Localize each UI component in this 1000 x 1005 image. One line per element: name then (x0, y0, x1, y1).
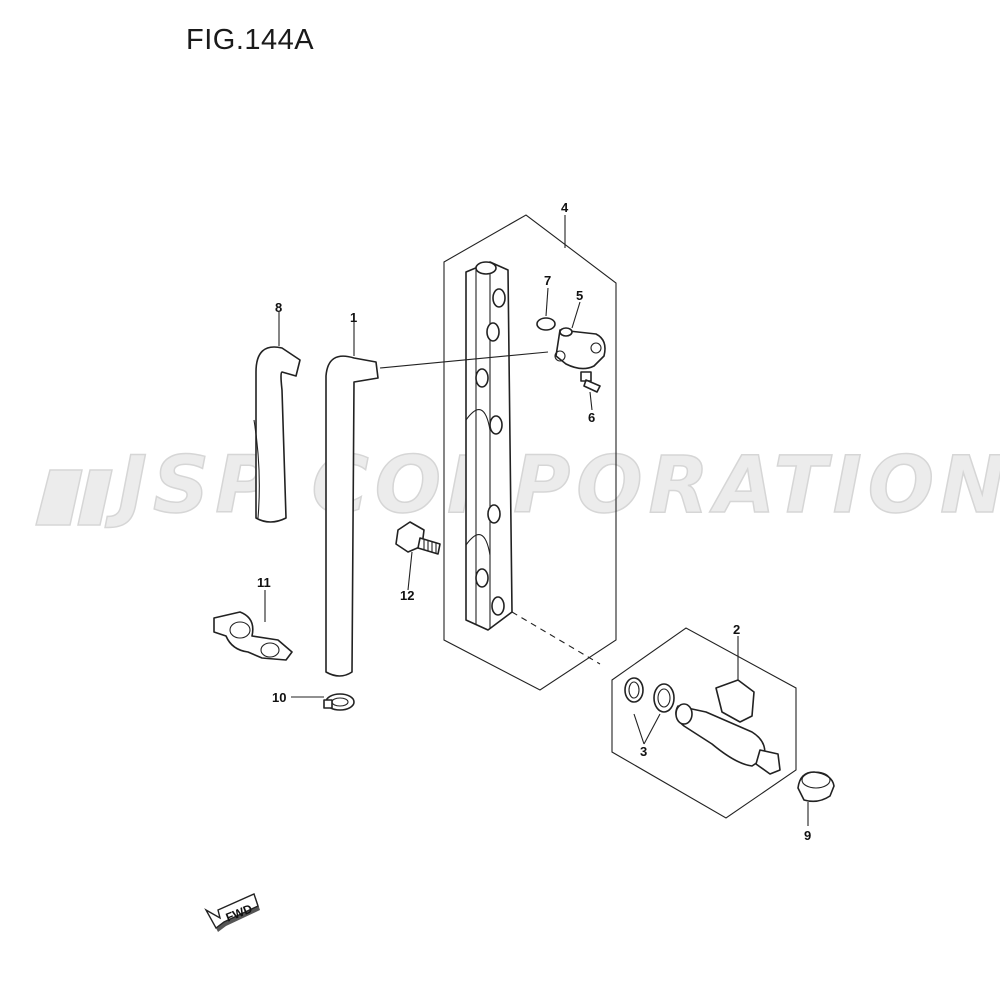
part-4-assembly-box (443, 214, 617, 691)
watermark: JSP CORPORATION (35, 440, 1000, 532)
callout-11: 11 (257, 575, 271, 590)
callout-6: 6 (588, 410, 595, 425)
watermark-text: JSP CORPORATION (105, 441, 1000, 531)
callout-1: 1 (350, 310, 357, 325)
fwd-arrow-icon (204, 893, 259, 930)
callout-12: 12 (400, 588, 414, 603)
callout-3: 3 (640, 744, 647, 759)
connection-line (511, 611, 601, 665)
callout-10: 10 (272, 690, 286, 705)
part-5-fitting (554, 327, 606, 370)
callout-2: 2 (733, 622, 740, 637)
callout-labels: 1 2 3 4 5 6 7 8 9 10 11 12 (257, 200, 811, 843)
part-10-clamp (323, 693, 355, 711)
part-2-injector (675, 679, 781, 775)
part-8-hose (253, 346, 301, 523)
fuel-rail (465, 261, 513, 631)
callout-7: 7 (544, 273, 551, 288)
callout-5: 5 (576, 288, 583, 303)
watermark-logo-bar-icon (77, 469, 113, 526)
part-11-clip (213, 611, 293, 661)
fwd-marker: FWD (204, 893, 260, 932)
part-3-seals (624, 677, 675, 713)
part-6-bolt (580, 371, 601, 393)
figure-title: FIG.144A (186, 24, 315, 56)
watermark-logo-icon (35, 469, 83, 526)
callout-8: 8 (275, 300, 282, 315)
part-2-assembly-box (611, 627, 797, 819)
part-12-bolt (395, 521, 441, 555)
part-1-hose (325, 351, 549, 677)
callout-9: 9 (804, 828, 811, 843)
part-7-o-ring (536, 317, 556, 331)
leader-lines (264, 215, 809, 826)
part-9-cap (797, 771, 835, 803)
callout-4: 4 (561, 200, 569, 215)
